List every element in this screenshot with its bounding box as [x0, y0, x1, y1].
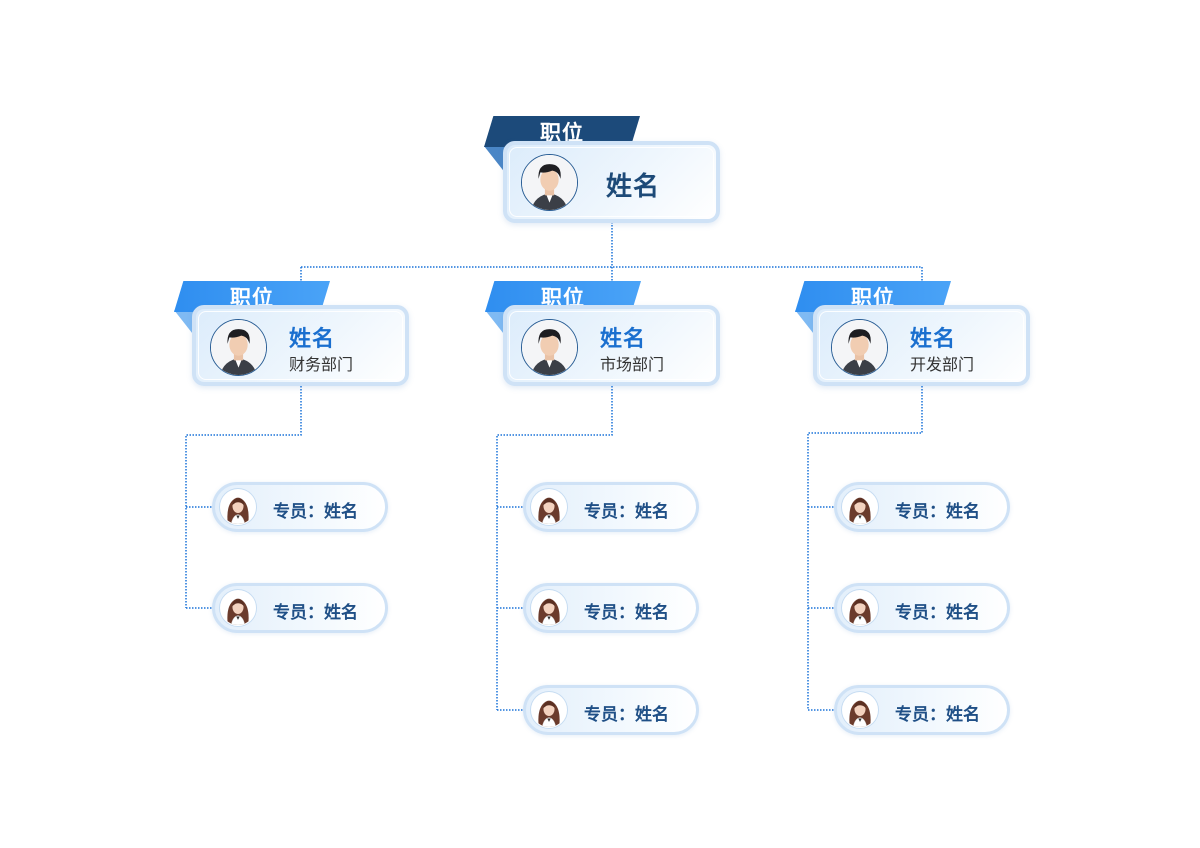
manager-card[interactable]: 姓名 开发部门 — [813, 305, 1030, 386]
manager-dept: 开发部门 — [910, 355, 975, 374]
female-avatar-icon — [842, 489, 878, 525]
staff-pill[interactable]: 专员：姓名 — [212, 583, 388, 633]
female-avatar-icon — [842, 590, 878, 626]
manager-card[interactable]: 姓名 财务部门 — [192, 305, 409, 386]
manager-card[interactable]: 姓名 市场部门 — [503, 305, 720, 386]
staff-pill[interactable]: 专员：姓名 — [523, 583, 699, 633]
staff-pill[interactable]: 专员：姓名 — [834, 583, 1010, 633]
staff-label: 专员：姓名 — [273, 603, 358, 623]
staff-pill[interactable]: 专员：姓名 — [212, 482, 388, 532]
manager-name: 姓名 — [910, 327, 957, 352]
male-avatar-icon — [210, 319, 267, 376]
male-avatar-icon — [521, 319, 578, 376]
female-avatar-icon — [220, 590, 256, 626]
staff-label: 专员：姓名 — [584, 603, 669, 623]
staff-pill[interactable]: 专员：姓名 — [523, 482, 699, 532]
male-avatar-icon — [831, 319, 888, 376]
female-avatar-icon — [220, 489, 256, 525]
manager-dept: 财务部门 — [289, 355, 354, 374]
staff-label: 专员：姓名 — [584, 502, 669, 522]
female-avatar-icon — [531, 489, 567, 525]
male-avatar-icon — [521, 154, 578, 211]
top-name: 姓名 — [606, 172, 661, 202]
top-card[interactable]: 姓名 — [503, 141, 720, 223]
staff-label: 专员：姓名 — [895, 603, 980, 623]
manager-dept: 市场部门 — [600, 355, 665, 374]
manager-name: 姓名 — [289, 327, 336, 352]
staff-pill[interactable]: 专员：姓名 — [834, 482, 1010, 532]
female-avatar-icon — [531, 590, 567, 626]
female-avatar-icon — [531, 692, 567, 728]
staff-label: 专员：姓名 — [895, 705, 980, 725]
staff-label: 专员：姓名 — [584, 705, 669, 725]
staff-label: 专员：姓名 — [273, 502, 358, 522]
staff-label: 专员：姓名 — [895, 502, 980, 522]
staff-pill[interactable]: 专员：姓名 — [834, 685, 1010, 735]
manager-name: 姓名 — [600, 327, 647, 352]
female-avatar-icon — [842, 692, 878, 728]
staff-pill[interactable]: 专员：姓名 — [523, 685, 699, 735]
